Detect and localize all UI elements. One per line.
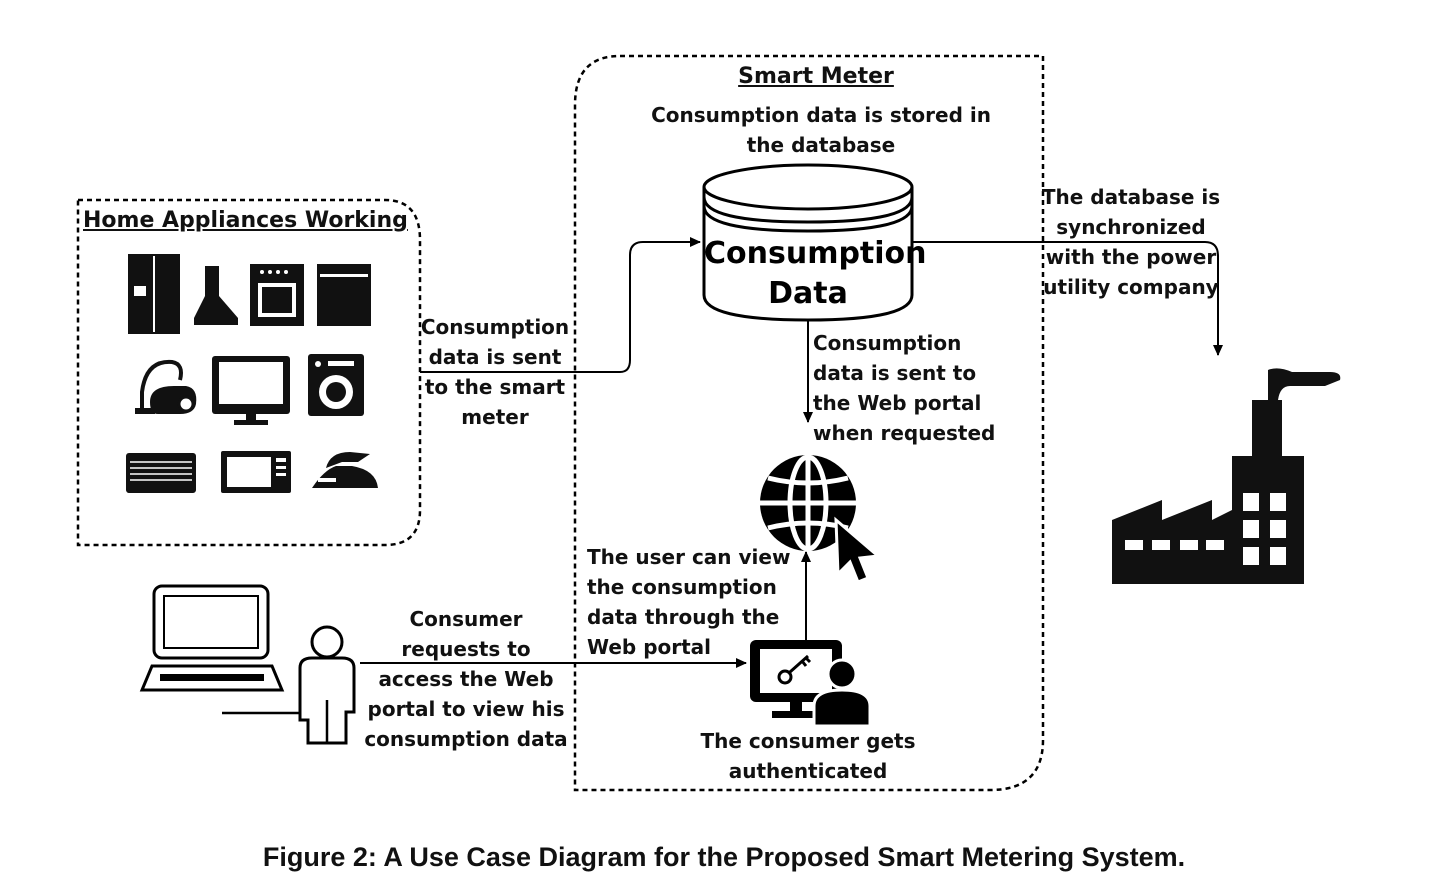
cursor-arrow-icon (834, 516, 882, 584)
air-conditioner-icon (126, 453, 196, 493)
label-user-view: The user can view the consumption data t… (587, 542, 790, 662)
smart-meter-title: Smart Meter (738, 64, 894, 89)
arrow-appliances-to-database (420, 237, 701, 373)
figure-caption: Figure 2: A Use Case Diagram for the Pro… (262, 842, 1186, 872)
home-appliances-boundary (76, 198, 422, 547)
label-sent-to-portal: Consumption data is sent to the Web port… (813, 328, 995, 448)
label-line: data is sent to (813, 361, 977, 385)
label-line: meter (461, 405, 529, 429)
label-line: The user can view (587, 545, 791, 569)
label-line: Consumption (813, 331, 962, 355)
label-line: access the Web (378, 667, 554, 691)
stored-note-line: Consumption data is stored in (651, 103, 991, 127)
stored-note: Consumption data is stored in the databa… (626, 100, 1016, 160)
label-line: consumption data (364, 727, 568, 751)
vacuum-cleaner-icon (135, 359, 197, 414)
consumer-person-icon (298, 625, 356, 745)
power-utility-factory-icon (1112, 368, 1341, 584)
label-line: the consumption (587, 575, 777, 599)
stored-note-line: the database (746, 133, 896, 157)
arrow-database-to-utility (912, 241, 1223, 356)
refrigerator-icon (128, 254, 180, 334)
label-authenticated: The consumer gets authenticated (696, 726, 920, 786)
washing-machine-icon (308, 354, 364, 416)
database-label-line: Data (768, 276, 848, 311)
label-line: when requested (813, 421, 996, 445)
label-sync-utility: The database is synchronized with the po… (1040, 182, 1222, 302)
label-line: The database is (1041, 185, 1221, 209)
smart-meter-boundary (573, 54, 1045, 792)
label-sent-to-meter: Consumption data is sent to the smart me… (412, 312, 578, 432)
iron-icon (312, 452, 378, 488)
label-line: with the power (1045, 245, 1217, 269)
label-line: data is sent (428, 345, 562, 369)
microwave-icon (221, 451, 291, 493)
label-line: utility company (1043, 275, 1219, 299)
label-line: synchronized (1056, 215, 1206, 239)
label-line: authenticated (728, 759, 888, 783)
home-appliances-title: Home Appliances Working (83, 208, 408, 233)
label-consumer-request: Consumer requests to access the Web port… (362, 604, 570, 754)
authentication-icon (750, 640, 872, 728)
label-line: portal to view his (367, 697, 565, 721)
consumer-laptop-icon (139, 584, 285, 692)
dishwasher-icon (317, 264, 371, 326)
label-line: Consumer (409, 607, 523, 631)
label-line: data through the (587, 605, 780, 629)
range-hood-icon (194, 266, 238, 325)
label-line: The consumer gets (700, 729, 916, 753)
database-label: Consumption Data (704, 234, 927, 314)
oven-icon (250, 264, 304, 326)
label-line: Web portal (587, 635, 712, 659)
label-line: Consumption (420, 315, 570, 339)
label-line: to the smart (424, 375, 566, 399)
database-cylinder-icon (702, 163, 914, 322)
label-line: requests to (401, 637, 531, 661)
label-line: the Web portal (813, 391, 982, 415)
database-label-line: Consumption (704, 236, 927, 271)
monitor-icon (212, 356, 290, 425)
